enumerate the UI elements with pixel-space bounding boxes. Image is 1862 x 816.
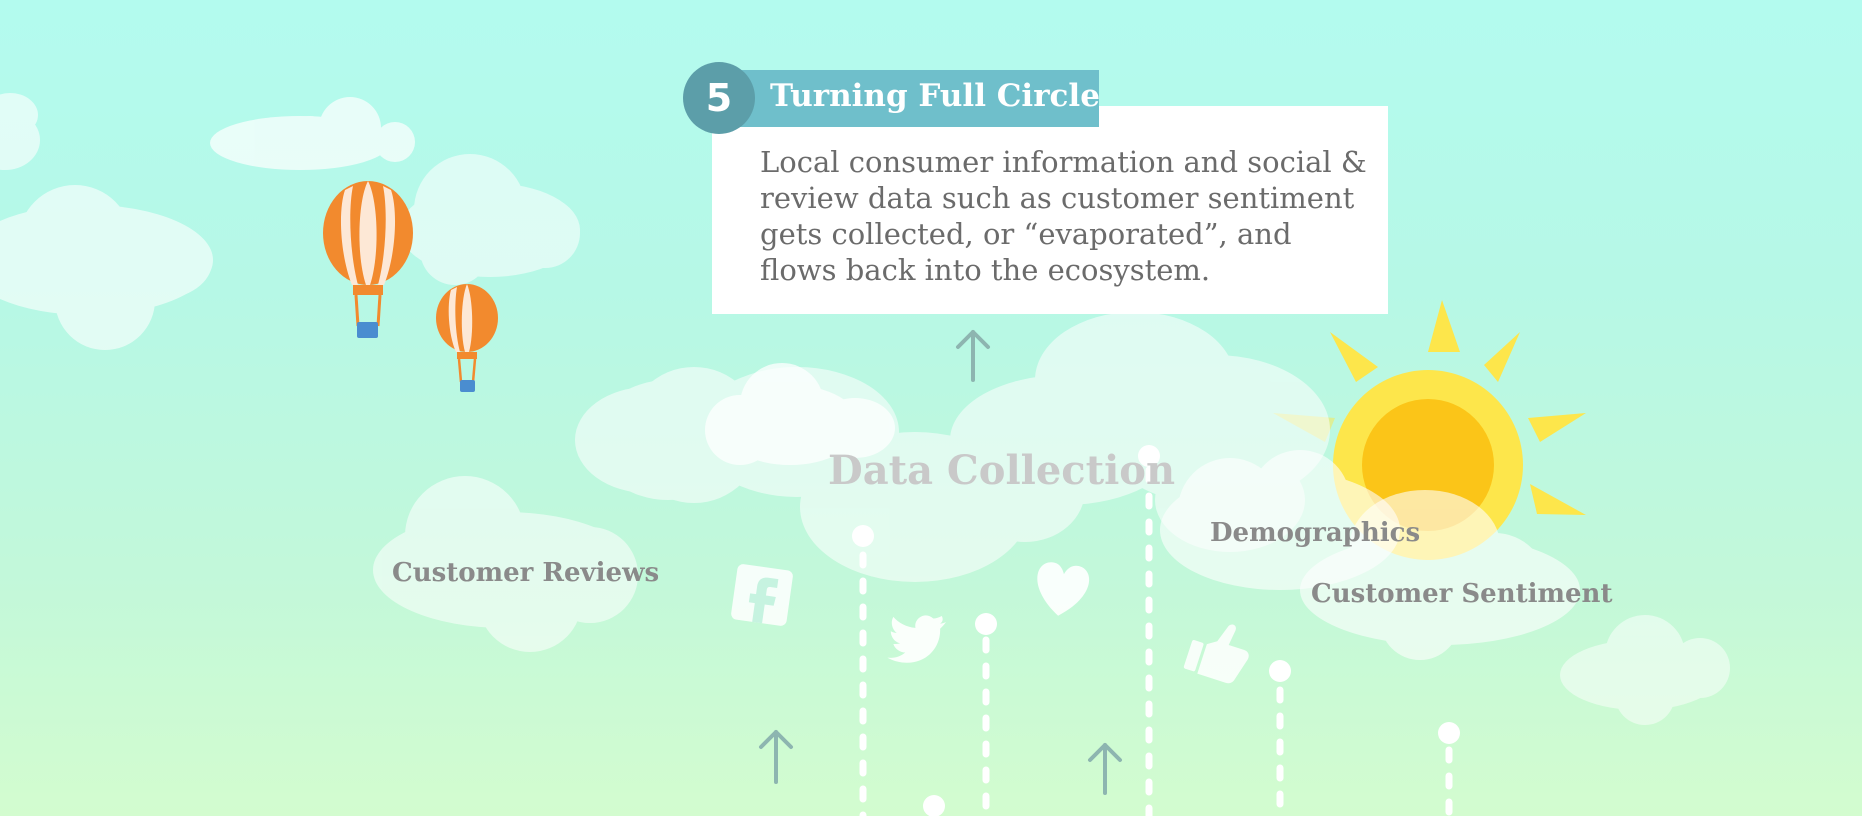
data-dot (923, 795, 945, 816)
arrow-up-icon (956, 330, 990, 382)
arrow-up-icon (1088, 743, 1122, 795)
cloud-icon (1300, 490, 1580, 660)
arrow-up-icon (759, 730, 793, 784)
twitter-icon (887, 615, 947, 663)
cloud-icon (210, 97, 415, 170)
data-dot (852, 525, 874, 547)
cloud-icon (1560, 615, 1730, 725)
cloud-icon (0, 93, 40, 170)
hot-air-balloon-icon (323, 181, 413, 338)
cloud-icon (705, 363, 895, 465)
cloud-icon (373, 476, 638, 652)
customer-reviews-label: Customer Reviews (392, 558, 660, 588)
heart-icon (1037, 562, 1090, 616)
data-dot (1269, 660, 1291, 682)
step-title-bar (735, 70, 1099, 127)
data-collection-label: Data Collection (828, 447, 1176, 494)
customer-sentiment-label: Customer Sentiment (1311, 579, 1613, 609)
cloud-icon (0, 185, 213, 350)
hot-air-balloon-icon (436, 284, 498, 392)
cloud-icon (575, 312, 1330, 582)
facebook-icon (731, 564, 793, 626)
step-description: Local consumer information and social & … (760, 145, 1367, 287)
data-dot (1438, 722, 1460, 744)
description-card (712, 106, 1388, 314)
thumbs-up-icon (1183, 624, 1249, 684)
step-number-badge: 5 (683, 62, 755, 134)
data-dot (975, 613, 997, 635)
cloud-icon (400, 154, 580, 285)
step-title: Turning Full Circle (770, 78, 1100, 114)
demographics-label: Demographics (1210, 518, 1421, 548)
data-dot (1138, 445, 1160, 467)
